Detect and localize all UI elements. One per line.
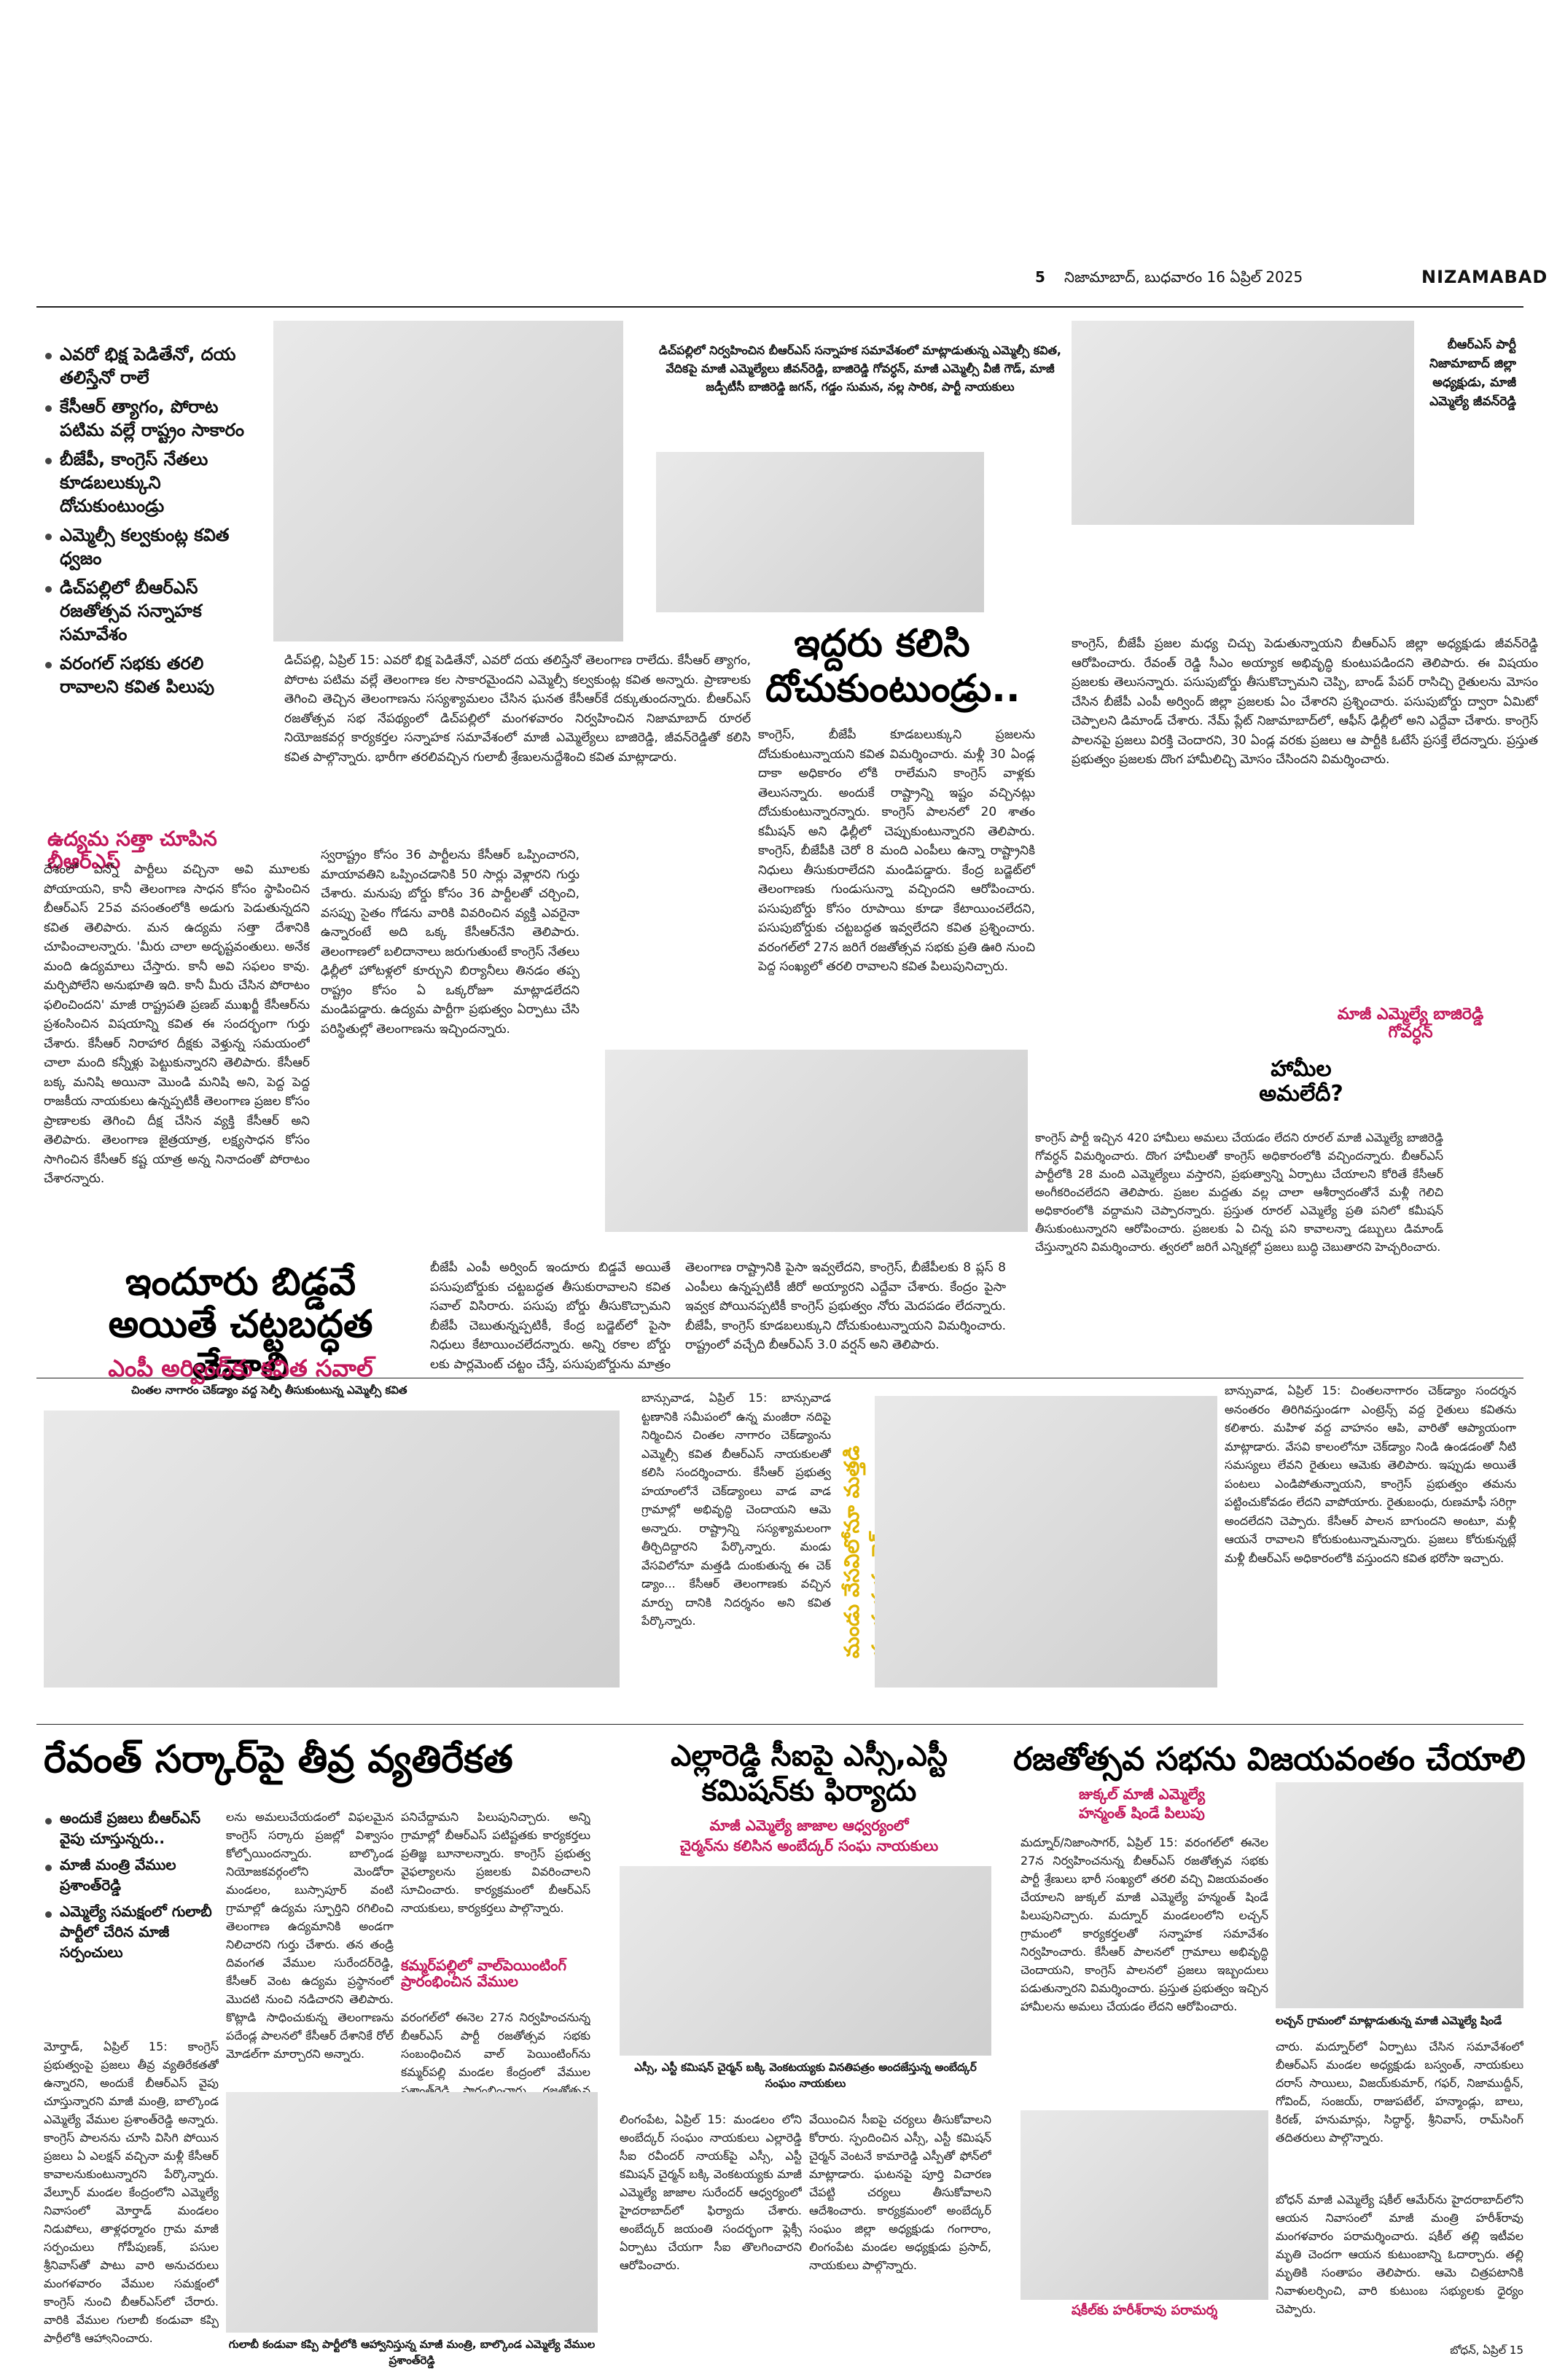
story-column-3: కాంగ్రెస్, బీజేపీ కూడబలుక్కుని ప్రజలను ద… [758, 727, 1035, 974]
bullet-item: ఎమ్మెల్సీ కల్వకుంట్ల కవిత ధ్వజం [44, 523, 262, 570]
quote-caption: మాజీ ఎమ్మెల్యే బాజిరెడ్డి గోవర్ధన్ [1337, 1005, 1484, 1042]
story-column-5: కాంగ్రెస్ పార్టీ ఇచ్చిన 420 హామీలు అమలు … [1035, 1131, 1443, 1254]
story-rajathotsavam: రజతోత్సవ సభను విజయవంతం చేయాలి జుక్కల్ మా… [1006, 1731, 1531, 2365]
story-column-2: చారు. మద్నూర్‌లో ఏర్పాటు చేసిన సమావేశంలో… [1276, 2040, 1523, 2145]
bullet-item: ఎమ్మెల్యే సమక్షంలో గులాబీ పార్టీలో చేరిన… [44, 1901, 219, 1962]
header-rule [36, 306, 1523, 308]
photo-caption: గులాబీ కండువా కప్పి పార్టీలోకి ఆహ్వానిస్… [228, 2338, 596, 2367]
story-check-dam: చింతల నాగారం చెక్‌డ్యాం వద్ద సెల్ఫీ తీసు… [0, 1381, 1557, 1717]
story-column-2: స్వరాష్ట్రం కోసం 36 పార్టీలను కేసీఆర్ ఒప… [321, 848, 580, 1037]
visit-photo [1021, 2110, 1268, 2300]
story-column-4: కాంగ్రెస్, బీజేపీ ప్రజల మధ్య చిచ్చు పెడు… [1072, 636, 1538, 767]
bullet-item: డిచ్‌పల్లిలో బీఆర్ఎస్ రజతోత్సవ సన్నాహక స… [44, 576, 262, 646]
check-dam-photo [44, 1411, 620, 1688]
headline: ఎల్లారెడ్డి సీఐపై ఎస్సీ,ఎస్టీ కమిషన్‌కు … [671, 1739, 948, 1808]
headline: ఇందూరు బిడ్డవే అయితే చట్టబద్ధత తేవాలి [108, 1260, 373, 1389]
story-column-1: మద్నూర్/నిజాంసాగర్, ఏప్రిల్ 15: వరంగల్‌ల… [1021, 1835, 1268, 2013]
bullet-item: కేసీఆర్ త్యాగం, పోరాట పటిమ వల్లే రాష్ట్ర… [44, 395, 262, 442]
story-column-2: లను అమలుచేయడంలో విఫలమైన కాంగ్రెస్ సర్కార… [226, 1810, 394, 2061]
story-column-1: బాన్సువాడ, ఏప్రిల్ 15: బాన్సువాడ ట్టణాని… [641, 1391, 831, 1628]
bullet-item: ఎవరో భిక్ష పెడితేనో, దయ తలిస్తేనో రాలే [44, 343, 262, 389]
dateline: నిజామాబాద్, బుధవారం 16 ఏప్రిల్ 2025 [1064, 268, 1303, 286]
story-column-2: బాన్సువాడ, ఏప్రిల్ 15: చింతలనాగారం చెక్‌… [1225, 1384, 1516, 1565]
story-column-1: దేశంలో ఎన్నో పార్టీలు వచ్చినా అవి మూలకు … [44, 862, 310, 1186]
story-dateline: బోధన్, ఏప్రిల్ 15 [1450, 2344, 1523, 2357]
highlight-bullets: అందుకే ప్రజలు బీఆర్ఎస్ వైపు చూస్తున్నరు.… [44, 1808, 219, 1968]
story-column-3: పనిచేద్దామని పిలుపునిచ్చారు. అన్ని గ్రామ… [401, 1810, 590, 1915]
story-column-1: లింగంపేట, ఏప్రిల్ 15: మండలం లోని అంబేద్క… [620, 2112, 802, 2272]
bottom-center-photo [605, 1050, 1028, 1232]
photo-caption: ఎస్సీ, ఎస్టీ కమిషన్ చైర్మన్ బక్కి వెంకటయ… [634, 2061, 977, 2090]
main-photo [273, 321, 623, 641]
story-kavitha-dichpally: ఎవరో భిక్ష పెడితేనో, దయ తలిస్తేనో రాలే క… [44, 321, 1538, 1254]
subhead-udyama: ఉద్యమ సత్తా చూపిన బీఆర్ఎస్ [47, 827, 217, 874]
headline: రేవంత్ సర్కార్‌పై తీవ్ర వ్యతిరేకత [44, 1738, 513, 1782]
story-arvind-challenge: ఇందూరు బిడ్డవే అయితే చట్టబద్ధత తేవాలి ఎం… [0, 1254, 1557, 1388]
highlight-bullets: ఎవరో భిక్ష పెడితేనో, దయ తలిస్తేనో రాలే క… [44, 343, 262, 704]
subhead-2: చైర్మన్‌ను కలిసిన అంబేద్కర్ సంఘ నాయకులు [679, 1837, 939, 1854]
top-center-photo [656, 452, 984, 612]
bullet-item: మాజీ మంత్రి వేముల ప్రశాంత్‌రెడ్డి [44, 1854, 219, 1895]
meeting-photo [1276, 1782, 1523, 2008]
headline: రజతోత్సవ సభను విజయవంతం చేయాలి [1013, 1741, 1526, 1778]
photo-caption-1: లచ్చన్ గ్రామంలో మాట్లాడుతున్న మాజీ ఎమ్మె… [1276, 2014, 1502, 2027]
story-sc-st-commission: ఎల్లారెడ్డి సీఐపై ఎస్సీ,ఎస్టీ కమిషన్‌కు … [620, 1731, 999, 2365]
subhead-1: జుక్కల్ మాజీ ఎమ్మెల్యే [1079, 1785, 1206, 1803]
page-number: 5 [1035, 268, 1045, 286]
story-column-2: తెలంగాణ రాష్ట్రానికి పైసా ఇవ్వలేదని, కాం… [685, 1260, 1006, 1352]
subhead: కమ్మర్‌పల్లిలో వాల్‌పెయింటింగ్ ప్రారంభిం… [401, 1956, 567, 1991]
page-header: 5 నిజామాబాద్, బుధవారం 16 ఏప్రిల్ 2025 NI… [1035, 267, 1547, 292]
photo-caption: చింతల నాగారం చెక్‌డ్యాం వద్ద సెల్ఫీ తీసు… [131, 1384, 407, 1397]
subhead-1: మాజీ ఎమ్మెల్యే జాజాల ఆధ్వర్యంలో [709, 1817, 909, 1834]
story-column-1: బీజేపీ ఎంపీ అర్వింద్ ఇందూరు బిడ్డవే అయిత… [430, 1260, 671, 1372]
headline: ఇద్దరు కలిసి దోచుకుంటుండ్రు.. [765, 622, 1021, 711]
story-vemula: రేవంత్ సర్కార్‌పై తీవ్ర వ్యతిరేకత అందుకే… [0, 1731, 612, 2367]
intro-paragraph: డిచ్‌పల్లి, ఏప్రిల్ 15: ఎవరో భిక్ష పెడిత… [284, 653, 751, 765]
bullet-item: బీజేపీ, కాంగ్రెస్ నేతలు కూడబలుక్కుని దోచ… [44, 448, 262, 518]
farmers-photo [875, 1396, 1217, 1688]
photo-caption-2: షకీల్‌కు హరీశ్‌రావు పరామర్శ [1071, 2303, 1218, 2318]
edition-name: NIZAMABAD [1421, 267, 1548, 287]
story-column-2: వేయించిన సీఐపై చర్యలు తీసుకోవాలని కోరారు… [809, 2112, 991, 2272]
joining-photo [226, 2092, 598, 2333]
top-right-photo [1072, 321, 1414, 525]
side-caption: బీఆర్ఎస్ పార్టీ నిజామాబాద్ జిల్లా అధ్యక్… [1429, 338, 1516, 409]
section-rule [36, 1724, 1523, 1725]
petition-photo [620, 1866, 991, 2056]
subhead: ఎంపీ అర్వింద్‌కు కవిత సవాల్ [108, 1354, 373, 1382]
bullet-item: అందుకే ప్రజలు బీఆర్ఎస్ వైపు చూస్తున్నరు.… [44, 1808, 219, 1849]
subhead-2: హన్మంత్ షిండే పిలుపు [1079, 1804, 1205, 1822]
story-column-3: బోధన్ మాజీ ఎమ్మెల్యే షకీల్ ఆమేర్‌ను హైదర… [1276, 2193, 1523, 2316]
photo-caption: డిచ్‌పల్లిలో నిర్వహించిన బీఆర్ఎస్ సన్నాహ… [659, 343, 1061, 394]
bullet-item: వరంగల్ సభకు తరలి రావాలని కవిత పిలుపు [44, 652, 262, 698]
story-column-1: మోర్తాడ్, ఏప్రిల్ 15: కాంగ్రెస్ ప్రభుత్వ… [44, 2040, 219, 2344]
subhead-hamila: హామీల అమలేదీ? [1259, 1056, 1343, 1107]
